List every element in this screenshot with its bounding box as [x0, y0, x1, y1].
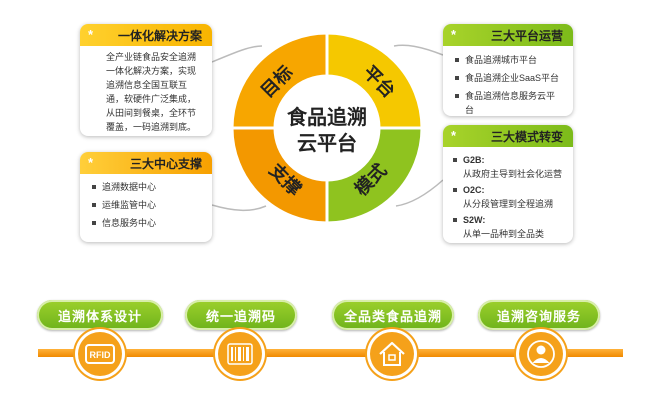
center-title-line1: 食品追溯	[287, 105, 367, 129]
star-icon: *	[451, 27, 457, 42]
node-person[interactable]	[519, 332, 563, 376]
list-item: 食品追溯城市平台	[455, 53, 563, 67]
pill-label: 全品类食品追溯	[343, 308, 442, 324]
list-item: 信息服务中心	[92, 216, 202, 230]
pill-label: 追溯体系设计	[57, 308, 142, 324]
center-circle	[275, 76, 379, 180]
list-item: 运维监管中心	[92, 198, 202, 212]
pill-label: 统一追溯码	[205, 308, 276, 324]
card-platforms-header: * 三大平台运营	[443, 24, 573, 46]
rfid-icon: RFID	[85, 344, 115, 364]
list-item: S2W: 从单一品种到全品类	[453, 213, 565, 241]
node-rfid[interactable]: RFID	[78, 332, 122, 376]
card-support: * 三大中心支撑 追溯数据中心 运维监管中心 信息服务中心	[80, 152, 212, 242]
mode-desc: 从政府主导到社会化运营	[463, 169, 563, 179]
connector-support	[211, 204, 267, 212]
person-icon	[527, 340, 555, 368]
pill-system-design[interactable]: 追溯体系设计	[37, 300, 163, 330]
mode-name: S2W:	[463, 215, 486, 225]
mode-name: O2C:	[463, 185, 485, 195]
list-item: O2C: 从分段管理到全程追溯	[453, 183, 565, 211]
connector-modes	[395, 179, 444, 207]
card-platforms-title: 三大平台运营	[490, 28, 563, 43]
list-item: 食品追溯企业SaaS平台	[455, 71, 563, 85]
card-support-header: * 三大中心支撑	[80, 152, 212, 174]
house-icon	[379, 341, 405, 366]
card-solution-text: 全产业链食品安全追溯一体化解决方案，实现追溯信息全国互联互通，软硬件广泛集成，从…	[106, 52, 197, 132]
connector-solution	[211, 45, 263, 63]
pill-label: 追溯咨询服务	[496, 308, 581, 324]
card-support-title: 三大中心支撑	[129, 156, 202, 171]
mode-desc: 从分段管理到全程追溯	[463, 199, 554, 209]
mode-desc: 从单一品种到全品类	[463, 229, 545, 239]
card-solution-title: 一体化解决方案	[117, 28, 202, 43]
pill-consulting[interactable]: 追溯咨询服务	[478, 300, 600, 330]
node-barcode[interactable]	[218, 332, 262, 376]
star-icon: *	[451, 128, 457, 143]
card-platforms: * 三大平台运营 食品追溯城市平台 食品追溯企业SaaS平台 食品追溯信息服务云…	[443, 24, 573, 116]
star-icon: *	[88, 155, 94, 170]
star-icon: *	[88, 27, 94, 42]
pill-unified-code[interactable]: 统一追溯码	[185, 300, 297, 330]
card-solution-header: * 一体化解决方案	[80, 24, 212, 46]
node-house[interactable]	[370, 332, 414, 376]
mode-name: G2B:	[463, 155, 485, 165]
connector-platforms	[393, 44, 444, 56]
card-modes-title: 三大模式转变	[490, 129, 563, 144]
pill-all-category[interactable]: 全品类食品追溯	[332, 300, 454, 330]
center-title-line2: 云平台	[297, 131, 357, 155]
card-modes-header: * 三大模式转变	[443, 125, 573, 147]
timeline-bar	[38, 349, 623, 357]
list-item: 食品追溯信息服务云平台	[455, 89, 563, 116]
card-solution: * 一体化解决方案 全产业链食品安全追溯一体化解决方案，实现追溯信息全国互联互通…	[80, 24, 212, 136]
card-modes: * 三大模式转变 G2B: 从政府主导到社会化运营 O2C: 从分段管理到全程追…	[443, 125, 573, 243]
list-item: G2B: 从政府主导到社会化运营	[453, 153, 565, 181]
rfid-text: RFID	[90, 350, 111, 360]
list-item: 追溯数据中心	[92, 180, 202, 194]
barcode-icon	[227, 343, 253, 365]
